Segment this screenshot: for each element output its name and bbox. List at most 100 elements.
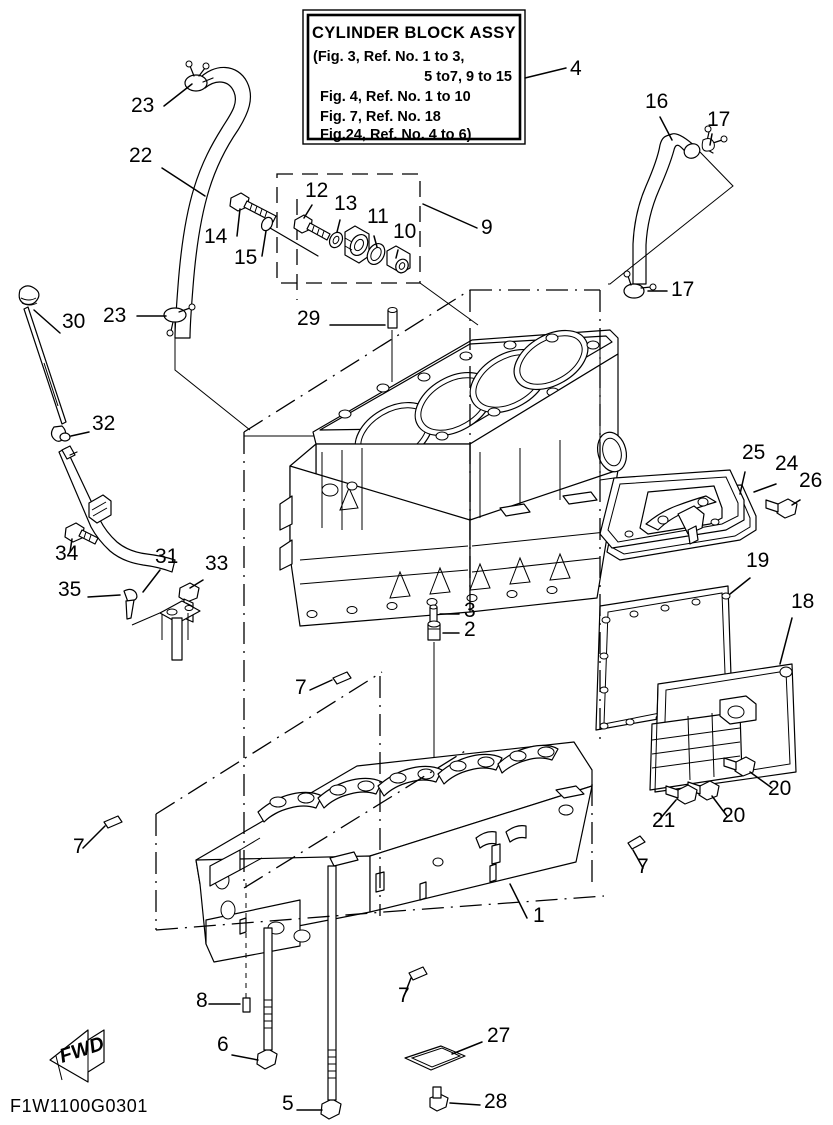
part-water-hose <box>632 133 701 285</box>
part-oring-32 <box>59 432 71 442</box>
part-dipstick <box>18 285 67 442</box>
part-crankcase <box>195 741 593 963</box>
flange-holes <box>306 586 558 618</box>
callout-number-19: 19 <box>746 549 769 572</box>
callout-number-10: 10 <box>393 220 416 243</box>
title-box-line-3: Fig. 7, Ref. No. 18 <box>320 109 441 125</box>
cylinder-bores <box>354 329 589 467</box>
leader-7-b <box>82 825 106 849</box>
part-breather-hose <box>174 66 251 339</box>
leader-27 <box>451 1041 483 1055</box>
part-thermostat-body <box>344 225 370 264</box>
assembly-phantom-lines <box>155 289 605 931</box>
part-bolt-34 <box>64 522 99 545</box>
leader-20-b <box>711 795 728 817</box>
crankcase-right-details <box>375 785 585 893</box>
part-bolt-12 <box>293 214 331 241</box>
part-pin-8 <box>242 997 251 1013</box>
leader-1 <box>509 883 528 919</box>
callout-number-7: 7 <box>398 984 410 1007</box>
callout-number-21: 21 <box>652 809 675 832</box>
part-hose-clamp-lower-right <box>623 270 657 299</box>
title-box-line-0: (Fig. 3, Ref. No. 1 to 3, <box>313 49 464 65</box>
leader-4 <box>524 67 567 79</box>
part-tube-foot <box>159 600 201 661</box>
leader-19 <box>729 577 751 595</box>
leader-13 <box>336 219 341 233</box>
leader-14 <box>236 208 241 237</box>
part-dipstick-tube <box>58 445 176 573</box>
part-bolt-26 <box>765 498 798 519</box>
callout-number-25: 25 <box>742 441 765 464</box>
callout-number-22: 22 <box>129 144 152 167</box>
leader-20-a <box>749 771 773 789</box>
callout-number-30: 30 <box>62 310 85 333</box>
part-dowel-7-c <box>627 835 646 850</box>
leader-15 <box>261 230 267 257</box>
leader-17-upper <box>709 133 713 146</box>
callout-number-17: 17 <box>707 108 730 131</box>
leader-11 <box>373 235 378 248</box>
callout-number-16: 16 <box>645 90 668 113</box>
part-bolt-14 <box>229 192 277 223</box>
leader-6 <box>231 1054 259 1061</box>
callout-number-2: 2 <box>464 618 476 641</box>
fwd-marker: FWD <box>49 1029 107 1083</box>
part-bolt-21 <box>665 784 698 805</box>
leader-9 <box>422 203 478 229</box>
part-washer-15 <box>260 216 319 257</box>
leader-34 <box>69 538 73 553</box>
callout-number-18: 18 <box>791 590 814 613</box>
leader-35 <box>87 594 121 598</box>
title-box-line-2: Fig. 4, Ref. No. 1 to 10 <box>320 89 471 105</box>
part-bolt-28 <box>429 1086 449 1112</box>
callout-number-6: 6 <box>217 1033 229 1056</box>
title-box-line-1: 5 to7, 9 to 15 <box>424 69 512 85</box>
leader-30 <box>33 309 61 334</box>
leader-10 <box>395 249 399 259</box>
leader-31 <box>142 569 161 593</box>
part-tube-bracket <box>88 494 112 524</box>
callout-number-1: 1 <box>533 904 545 927</box>
callout-number-28: 28 <box>484 1090 507 1113</box>
leader-18 <box>779 617 793 665</box>
leader-25 <box>739 471 746 495</box>
part-dowel-2 <box>427 620 441 641</box>
leader-12 <box>303 204 313 219</box>
callout-number-13: 13 <box>334 192 357 215</box>
part-plug-10 <box>386 245 411 274</box>
callout-number-20: 20 <box>768 777 791 800</box>
callout-number-7: 7 <box>637 855 649 878</box>
callout-number-11: 11 <box>367 205 389 228</box>
part-dowel-7-b <box>103 815 123 829</box>
callout-number-32: 32 <box>92 412 115 435</box>
callout-number-3: 3 <box>464 599 476 622</box>
title-box-heading: CYLINDER BLOCK ASSY <box>312 24 516 42</box>
callout-number-24: 24 <box>775 452 799 475</box>
callout-number-14: 14 <box>204 225 228 248</box>
part-cover-plate-27 <box>404 1045 466 1071</box>
part-cylinder-block <box>279 329 628 627</box>
callout-number-34: 34 <box>55 542 79 565</box>
leader-7-a <box>309 679 333 691</box>
part-dowel-29 <box>387 307 398 329</box>
part-washer-13 <box>328 231 344 249</box>
leader-24 <box>753 483 777 493</box>
part-bolt-6 <box>256 927 278 1070</box>
leader-7-d <box>403 977 412 997</box>
callout-number-7: 7 <box>295 676 307 699</box>
part-bolt-20-a <box>723 756 756 777</box>
callout-number-9: 9 <box>481 216 493 239</box>
leader-7-c <box>632 849 644 869</box>
leader-22 <box>161 167 206 197</box>
callout-number-27: 27 <box>487 1024 510 1047</box>
callout-number-26: 26 <box>799 469 822 492</box>
leader-28 <box>449 1102 481 1106</box>
callout-number-12: 12 <box>305 179 328 202</box>
part-dowel-3 <box>429 604 438 623</box>
callout-number-35: 35 <box>58 578 81 601</box>
callout-number-23: 23 <box>131 94 154 117</box>
callout-number-4: 4 <box>570 57 582 80</box>
